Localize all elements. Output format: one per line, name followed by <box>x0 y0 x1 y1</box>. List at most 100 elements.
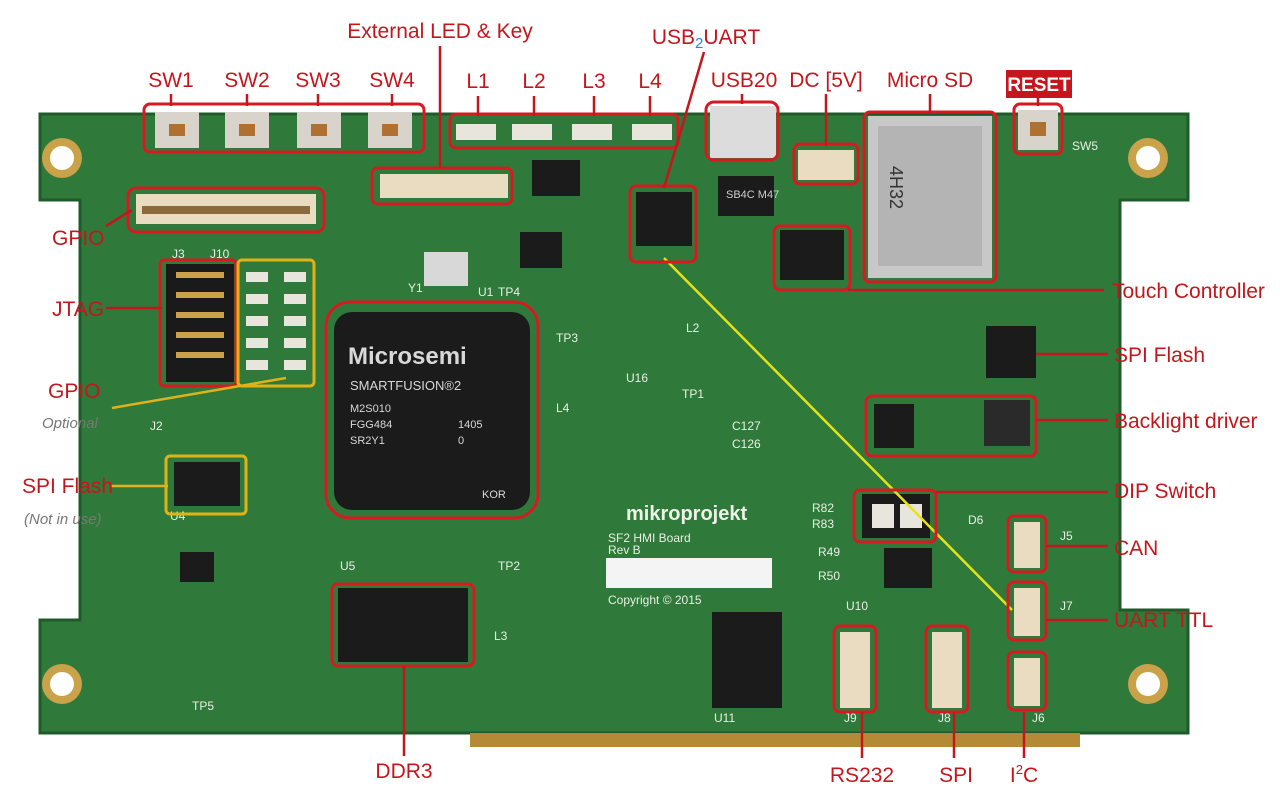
ref-u4: U4 <box>170 509 186 523</box>
ref-r82: R82 <box>812 501 834 515</box>
label-optional: Optional <box>42 415 99 432</box>
gpio-optional-pads <box>246 272 306 370</box>
leader-lines <box>105 46 1108 758</box>
fpga-brand-text: Microsemi <box>348 343 467 370</box>
uart-ttl-connector <box>1014 588 1040 636</box>
display-flex-edge <box>470 733 1080 747</box>
usb2uart-sub: 2 <box>695 35 703 52</box>
label-l4: L4 <box>638 70 662 93</box>
ref-l4: L4 <box>556 401 570 415</box>
ref-j7: J7 <box>1060 599 1073 613</box>
led-l1 <box>456 124 496 140</box>
ic-u17 <box>520 232 562 268</box>
label-uart-ttl: UART TTL <box>1114 609 1213 632</box>
hl-usb-uart <box>628 184 698 264</box>
usb2uart-suffix: UART <box>703 26 760 49</box>
label-spi-flash-left: SPI Flash <box>22 475 113 498</box>
i2c-suffix: C <box>1023 764 1038 787</box>
board-label-strip <box>606 558 772 588</box>
dc-5v-connector <box>798 150 854 180</box>
label-i2c: I2C <box>1010 762 1038 787</box>
micro-sd-marking: 4H32 <box>886 166 906 209</box>
ic-u18 <box>180 552 214 582</box>
label-dip-switch: DIP Switch <box>1114 480 1216 503</box>
hl-jtag <box>158 258 238 388</box>
hl-i2c <box>1006 650 1048 712</box>
ref-sw5: SW5 <box>1072 139 1098 153</box>
hl-uart-ttl <box>1006 580 1048 642</box>
label-jtag: JTAG <box>52 298 104 321</box>
label-sw4: SW4 <box>369 69 415 92</box>
usb2uart-prefix: USB <box>652 26 695 49</box>
jtag-header <box>166 264 234 382</box>
board-rev: Rev B <box>608 543 641 557</box>
label-gpio: GPIO <box>52 227 105 250</box>
hl-rs232 <box>832 624 878 714</box>
can-connector <box>1014 522 1040 568</box>
label-l1: L1 <box>466 70 489 93</box>
usb-uart-chip <box>636 192 692 246</box>
label-sw2: SW2 <box>224 69 270 92</box>
hl-touch-controller <box>772 224 852 292</box>
label-can: CAN <box>1114 537 1158 560</box>
i2c-sup: 2 <box>1016 762 1023 777</box>
ref-tp4: TP4 <box>498 285 520 299</box>
backlight-driver-chip <box>874 404 914 448</box>
label-not-in-use: (Not in use) <box>24 511 102 528</box>
ref-u11: U11 <box>714 711 735 725</box>
ref-j9: J9 <box>844 711 857 725</box>
label-reset: RESET <box>1007 75 1071 96</box>
fpga-chip <box>334 312 530 510</box>
ddr3-chip <box>338 588 468 662</box>
ref-j3: J3 <box>172 247 185 261</box>
ref-c127: C127 <box>732 419 761 433</box>
ref-u1: U1 <box>478 285 494 299</box>
label-spi-flash-right: SPI Flash <box>1114 344 1205 367</box>
fpga-line3: SR2Y1 <box>350 435 385 447</box>
hl-ext-connector <box>370 166 514 206</box>
i2c-prefix: I <box>1010 764 1016 787</box>
label-ddr3: DDR3 <box>375 760 432 783</box>
i2c-connector <box>1014 658 1040 706</box>
label-usb2uart: USB2UART <box>652 26 760 52</box>
hl-leds <box>448 112 680 150</box>
label-spi: SPI <box>939 764 973 787</box>
spi-connector <box>932 632 962 708</box>
backlight-inductor <box>984 400 1030 446</box>
board-copyright: Copyright © 2015 <box>608 593 702 607</box>
label-touch-controller: Touch Controller <box>1112 280 1265 303</box>
label-dc5v: DC [5V] <box>789 69 863 92</box>
ref-l3: L3 <box>494 629 508 643</box>
fpga-line2: FGG484 <box>350 419 392 431</box>
hl-dip-switch <box>852 488 938 544</box>
led-l2 <box>512 124 552 140</box>
label-micro-sd: Micro SD <box>887 69 973 92</box>
ref-r83: R83 <box>812 517 834 531</box>
hl-gpio <box>126 186 326 234</box>
usb-ic-marking: SB4C M47 <box>726 189 779 201</box>
ref-u10: U10 <box>846 599 868 613</box>
ic-u12 <box>532 160 580 196</box>
hl-can <box>1006 514 1048 574</box>
fpga-code2: 0 <box>458 435 464 447</box>
callout-labels: SW1 SW2 SW3 SW4 External LED & Key L1 L2… <box>22 20 1265 787</box>
fpga-family-text: SMARTFUSION®2 <box>350 378 461 393</box>
hl-switches <box>142 102 426 154</box>
ref-l2: L2 <box>686 321 700 335</box>
spi-flash-right-chip <box>986 326 1036 378</box>
vendor-logo: mikroprojekt <box>626 503 747 525</box>
led-l4 <box>632 124 672 140</box>
ref-j2: J2 <box>150 419 163 433</box>
ic-u10 <box>884 548 932 588</box>
ref-tp2: TP2 <box>498 559 520 573</box>
label-l2: L2 <box>522 70 545 93</box>
ic-u11 <box>712 612 782 708</box>
ref-r50: R50 <box>818 569 840 583</box>
crystal-y1 <box>424 252 468 286</box>
fpga-origin: KOR <box>482 489 506 501</box>
ref-tp5: TP5 <box>192 699 214 713</box>
spi-flash-left-chip <box>174 462 240 506</box>
hl-fpga <box>324 300 540 520</box>
